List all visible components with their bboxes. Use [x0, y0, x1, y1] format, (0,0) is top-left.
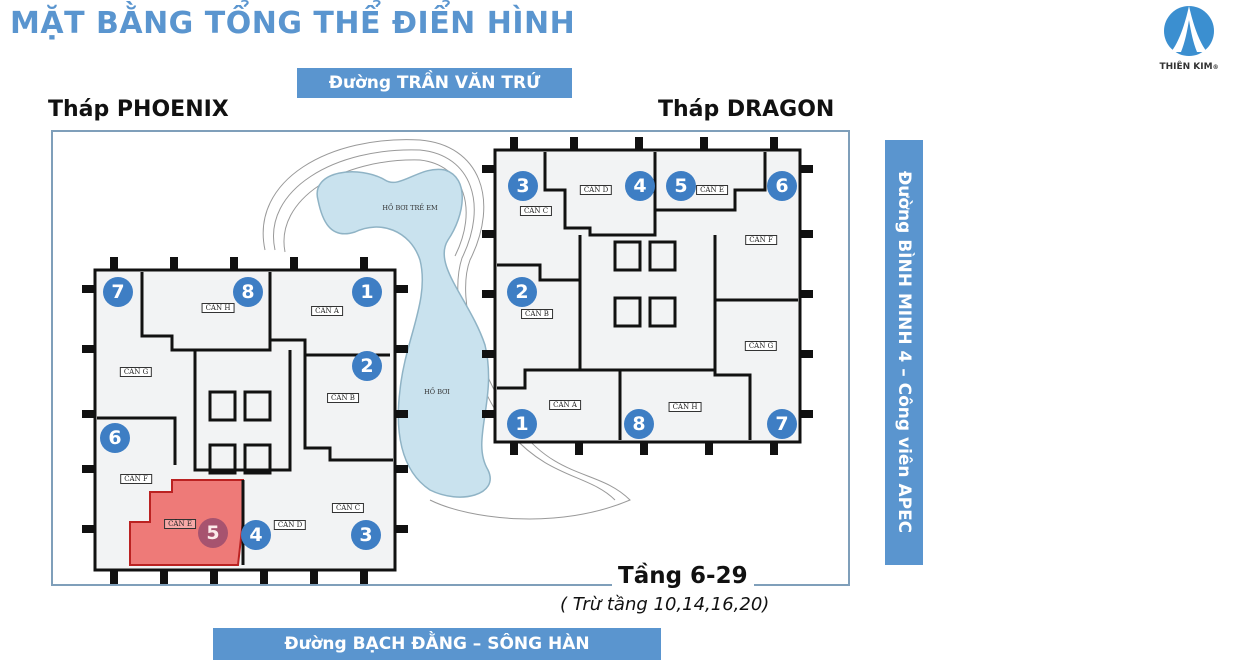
phoenix-floorplan	[82, 257, 408, 584]
road-binh-minh: Đường BÌNH MINH 4 – Công viên APEC	[885, 140, 923, 565]
tower-dragon-title: Tháp DRAGON	[658, 97, 835, 122]
road-bach-dang: Đường BẠCH ĐẰNG – SÔNG HÀN	[213, 628, 661, 660]
logo-mark-icon	[1164, 6, 1214, 56]
logo-text: THIÊN KIM	[1159, 62, 1213, 72]
phoenix-unit-badge[interactable]: 7	[103, 277, 133, 307]
phoenix-unit-badge-highlighted[interactable]: 5	[198, 518, 228, 548]
page-title: MẶT BẰNG TỔNG THỂ ĐIỂN HÌNH	[10, 6, 576, 41]
phoenix-unit-label: CĂN H	[201, 303, 235, 313]
dragon-unit-badge[interactable]: 5	[666, 171, 696, 201]
dragon-unit-badge[interactable]: 8	[624, 409, 654, 439]
phoenix-unit-badge[interactable]: 4	[241, 520, 271, 550]
phoenix-unit-label: CĂN F	[120, 474, 152, 484]
main-pool-label: HỒ BƠI	[424, 388, 450, 396]
dragon-unit-label: CĂN E	[696, 185, 728, 195]
swimming-pool	[316, 168, 491, 498]
dragon-unit-label: CĂN G	[744, 341, 778, 351]
phoenix-unit-label: CĂN D	[273, 520, 307, 530]
phoenix-unit-label: CĂN C	[331, 503, 365, 513]
kids-pool-label: HỒ BƠI TRẺ EM	[382, 204, 438, 212]
phoenix-unit-label: CĂN G	[119, 367, 153, 377]
dragon-unit-label: CĂN F	[745, 235, 777, 245]
dragon-unit-badge[interactable]: 1	[507, 409, 537, 439]
phoenix-unit-badge[interactable]: 3	[351, 520, 381, 550]
dragon-unit-label: CĂN B	[521, 309, 553, 319]
road-tran-van-tru: Đường TRẦN VĂN TRỨ	[297, 68, 572, 98]
tower-phoenix-title: Tháp PHOENIX	[48, 97, 229, 122]
dragon-unit-label: CĂN H	[668, 402, 702, 412]
phoenix-unit-badge[interactable]: 2	[352, 351, 382, 381]
road-binh-minh-label: Đường BÌNH MINH 4 – Công viên APEC	[894, 171, 914, 534]
phoenix-unit-label: CĂN B	[327, 393, 359, 403]
logo-registered-mark: ®	[1212, 64, 1219, 71]
dragon-unit-label: CĂN C	[519, 206, 553, 216]
dragon-unit-label: CĂN A	[549, 400, 581, 410]
floor-exception: ( Trừ tầng 10,14,16,20)	[560, 594, 770, 615]
dragon-unit-badge[interactable]: 6	[767, 171, 797, 201]
thien-kim-logo: THIÊN KIM®	[1148, 4, 1230, 72]
dragon-unit-badge[interactable]: 4	[625, 171, 655, 201]
phoenix-unit-badge[interactable]: 6	[100, 423, 130, 453]
dragon-unit-badge[interactable]: 7	[767, 409, 797, 439]
dragon-unit-label: CĂN D	[579, 185, 613, 195]
dragon-unit-badge[interactable]: 3	[508, 171, 538, 201]
phoenix-unit-badge[interactable]: 1	[352, 277, 382, 307]
phoenix-unit-badge[interactable]: 8	[233, 277, 263, 307]
phoenix-unit-label: CĂN A	[311, 306, 343, 316]
phoenix-unit-label-highlighted: CĂN E	[164, 519, 196, 529]
site-boundary	[51, 130, 850, 586]
floor-range: Tầng 6-29	[612, 563, 754, 589]
dragon-unit-badge[interactable]: 2	[507, 277, 537, 307]
